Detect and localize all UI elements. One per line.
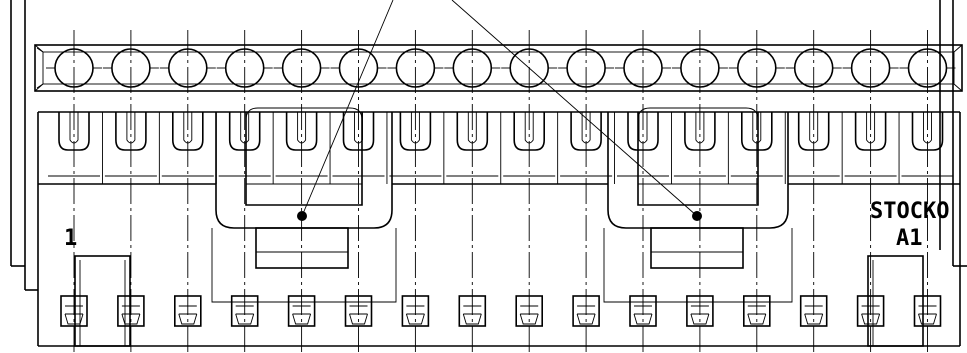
latches <box>211 107 793 303</box>
contact-tab-tip <box>349 313 368 325</box>
contact-tab-tip <box>178 313 198 325</box>
latch-foot <box>650 227 744 269</box>
latch-leg <box>603 228 793 303</box>
contact-tab-tip <box>918 313 937 325</box>
contact-tab-tip <box>519 313 539 325</box>
latch-top-curve <box>637 107 759 121</box>
contact-tab-tip <box>576 313 596 325</box>
contact-tab-tip <box>292 313 312 325</box>
contact-tab-tip <box>804 313 824 325</box>
contact-tab-tip <box>633 313 653 325</box>
latch-inner <box>245 112 363 206</box>
bottom-tabs <box>60 295 942 327</box>
contact-tab-tip <box>747 313 767 325</box>
pin-circles <box>46 48 956 88</box>
contact-slots <box>48 112 954 184</box>
keying-notch <box>867 255 924 347</box>
latch-inner <box>637 112 759 206</box>
leader-lines <box>301 0 698 217</box>
latch-leg <box>211 228 397 303</box>
contact-tab-tip <box>64 313 84 325</box>
manufacturer-label: STOCKO <box>870 199 949 224</box>
contact-tab-tip <box>235 313 255 325</box>
contact-tab-tip <box>861 313 881 325</box>
contact-tab-tip <box>462 313 482 325</box>
part-label: A1 <box>896 226 923 251</box>
pin-center-lines <box>73 30 928 353</box>
contact-tab-tip <box>405 313 425 325</box>
latch <box>211 107 397 303</box>
contact-tab-tip <box>690 313 710 325</box>
latch-top-curve <box>245 107 363 121</box>
latch <box>603 107 793 303</box>
contact-tab-tip <box>121 313 141 325</box>
pin-one-label: 1 <box>64 226 77 251</box>
pin-one-notch <box>74 255 131 347</box>
